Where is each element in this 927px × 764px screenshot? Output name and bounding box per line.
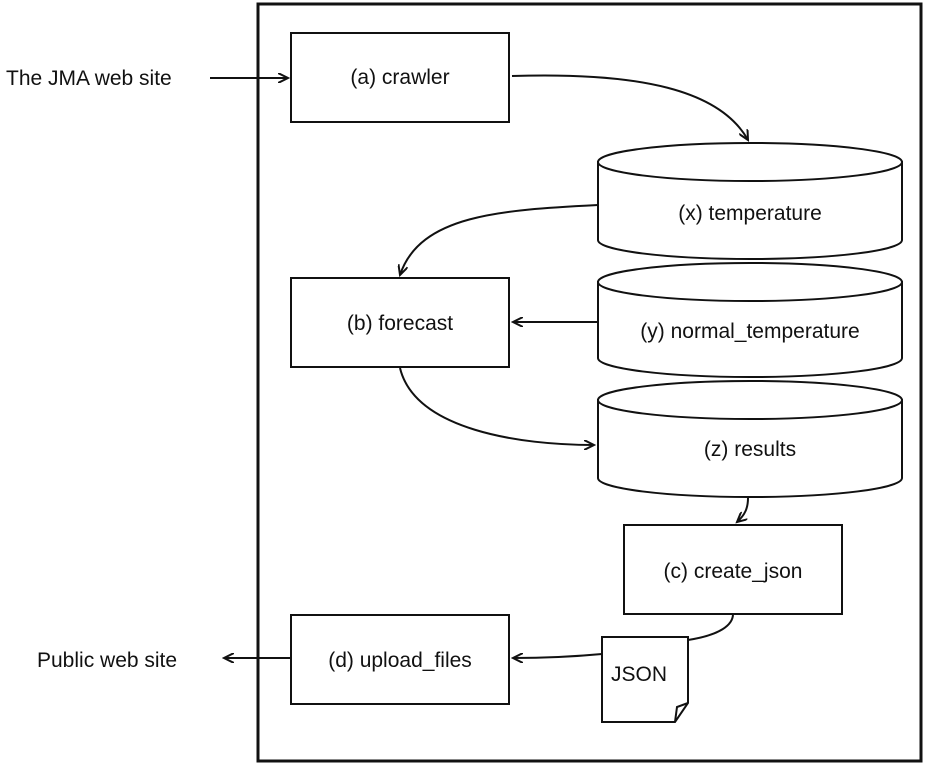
process-crawler: (a) crawler xyxy=(290,32,510,123)
arrow-forecast-to-results xyxy=(399,367,594,445)
database-normal-temperature: (y) normal_temperature xyxy=(597,262,903,378)
process-upload-files: (d) upload_files xyxy=(290,614,510,705)
arrow-temperature-to-forecast xyxy=(400,204,599,275)
database-temperature-label: (x) temperature xyxy=(678,202,822,225)
arrow-results-to-create-json xyxy=(737,497,749,522)
process-crawler-label: (a) crawler xyxy=(350,66,449,89)
system-boundary xyxy=(256,2,923,763)
process-create-json-label: (c) create_json xyxy=(664,560,803,583)
database-results: (z) results xyxy=(597,380,903,498)
process-forecast-label: (b) forecast xyxy=(347,312,453,335)
database-results-label: (z) results xyxy=(704,438,796,461)
process-create-json: (c) create_json xyxy=(623,524,843,615)
external-source-label: The JMA web site xyxy=(6,67,172,90)
process-forecast: (b) forecast xyxy=(290,277,510,368)
arrow-json-to-upload-files xyxy=(513,654,603,658)
line-create-json-to-json-file xyxy=(687,613,734,641)
external-destination-label: Public web site xyxy=(37,649,177,672)
json-file: JSON xyxy=(601,636,689,723)
database-normal-temperature-label: (y) normal_temperature xyxy=(640,320,859,343)
database-temperature: (x) temperature xyxy=(597,142,903,260)
arrow-crawler-to-temperature xyxy=(511,74,748,140)
process-upload-files-label: (d) upload_files xyxy=(328,649,472,672)
json-file-label: JSON xyxy=(611,663,667,686)
